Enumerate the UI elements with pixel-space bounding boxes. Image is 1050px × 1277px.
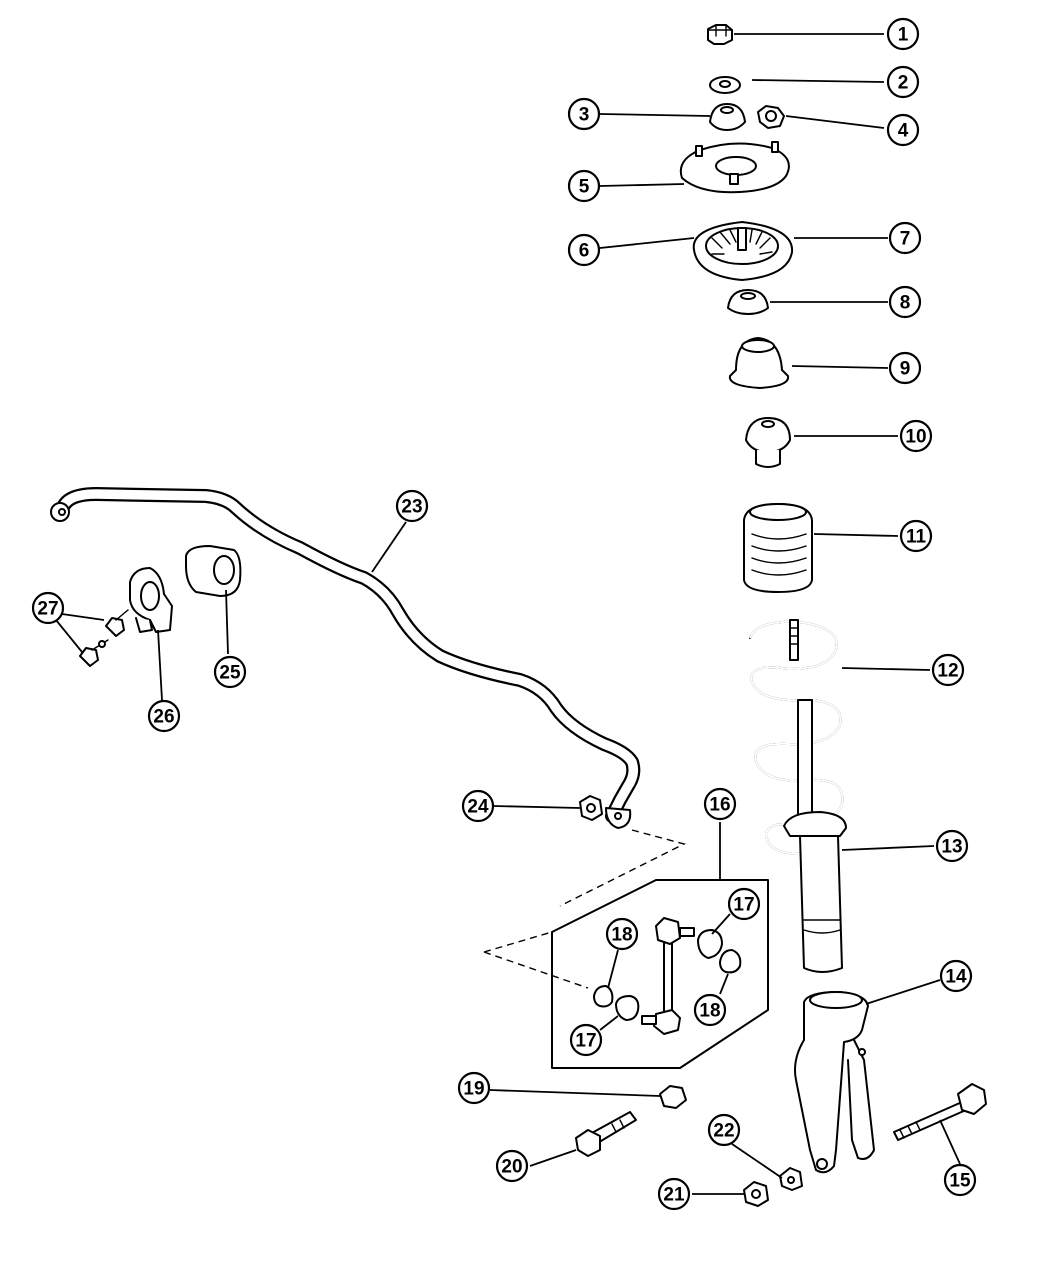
- svg-text:20: 20: [501, 1157, 522, 1178]
- svg-text:18: 18: [699, 1001, 720, 1022]
- leader-lines: [55, 33, 961, 1195]
- part-3-bushing: [709, 103, 746, 131]
- callout-19: 19: [457, 1071, 491, 1105]
- callout-11: 11: [899, 519, 933, 553]
- callout-13: 13: [935, 829, 969, 863]
- callout-3: 3: [567, 97, 601, 131]
- svg-text:7: 7: [900, 229, 911, 250]
- svg-text:17: 17: [733, 895, 754, 916]
- callout-10: 10: [899, 419, 933, 453]
- svg-text:13: 13: [941, 837, 962, 858]
- callout-25: 25: [213, 655, 247, 689]
- part-22-nut: [779, 1167, 803, 1191]
- callout-4: 4: [886, 113, 920, 147]
- part-4-nut: [757, 105, 785, 129]
- svg-text:3: 3: [579, 105, 590, 126]
- part-21-nut: [743, 1181, 769, 1207]
- svg-text:17: 17: [575, 1031, 596, 1052]
- part-1-nut: [707, 24, 733, 45]
- callout-21: 21: [657, 1177, 691, 1211]
- part-25-bushing: [185, 545, 242, 597]
- svg-text:21: 21: [663, 1185, 685, 1206]
- callout-17-upper: 17: [727, 887, 761, 921]
- part-9-dust-cup: [728, 337, 790, 389]
- part-19-nut: [659, 1085, 687, 1109]
- callout-18-right: 18: [693, 993, 727, 1027]
- part-27-bolts: [79, 609, 129, 667]
- part-7-spring-seat: [692, 221, 794, 281]
- part-15-bolt: [893, 1083, 987, 1141]
- svg-text:2: 2: [898, 73, 909, 94]
- callout-20: 20: [495, 1149, 529, 1183]
- callout-23: 23: [395, 489, 429, 523]
- callout-5: 5: [567, 169, 601, 203]
- part-13-strut: [783, 699, 847, 973]
- callout-2: 2: [886, 65, 920, 99]
- svg-text:15: 15: [949, 1171, 971, 1192]
- part-26-bracket: [129, 567, 173, 633]
- svg-text:27: 27: [37, 599, 58, 620]
- callout-24: 24: [461, 789, 495, 823]
- part-8-cap: [727, 289, 769, 315]
- callout-7: 7: [888, 221, 922, 255]
- part-24-nut: [579, 795, 603, 821]
- callout-22: 22: [707, 1113, 741, 1147]
- part-11-boot: [743, 503, 813, 593]
- part-23-sway-bar: [50, 487, 641, 829]
- svg-text:25: 25: [219, 663, 241, 684]
- svg-text:16: 16: [709, 795, 730, 816]
- callout-6: 6: [567, 233, 601, 267]
- svg-text:24: 24: [467, 797, 489, 818]
- callout-16: 16: [703, 787, 737, 821]
- callout-8: 8: [888, 285, 922, 319]
- callout-12: 12: [931, 653, 965, 687]
- part-14-knuckle: [794, 991, 875, 1174]
- callout-27: 27: [31, 591, 65, 625]
- svg-text:9: 9: [900, 359, 911, 380]
- callout-9: 9: [888, 351, 922, 385]
- callout-18-left: 18: [605, 917, 639, 951]
- svg-text:6: 6: [579, 241, 590, 262]
- svg-text:10: 10: [905, 427, 926, 448]
- svg-text:14: 14: [945, 967, 967, 988]
- svg-text:26: 26: [153, 707, 174, 728]
- svg-text:23: 23: [401, 497, 422, 518]
- callout-1: 1: [886, 17, 920, 51]
- svg-text:18: 18: [611, 925, 632, 946]
- svg-text:8: 8: [900, 293, 911, 314]
- part-20-bolt: [575, 1111, 637, 1157]
- part-5-strut-mount: [679, 141, 790, 194]
- svg-text:19: 19: [463, 1079, 484, 1100]
- callout-15: 15: [943, 1163, 977, 1197]
- svg-text:5: 5: [579, 177, 590, 198]
- svg-text:11: 11: [906, 527, 927, 548]
- part-10-jounce-bumper: [745, 417, 791, 468]
- callout-14: 14: [939, 959, 973, 993]
- svg-text:12: 12: [937, 661, 958, 682]
- svg-text:4: 4: [898, 121, 909, 142]
- svg-text:22: 22: [713, 1121, 734, 1142]
- callout-17-lower: 17: [569, 1023, 603, 1057]
- svg-text:1: 1: [898, 25, 909, 46]
- callout-26: 26: [147, 699, 181, 733]
- part-2-washer: [709, 76, 741, 94]
